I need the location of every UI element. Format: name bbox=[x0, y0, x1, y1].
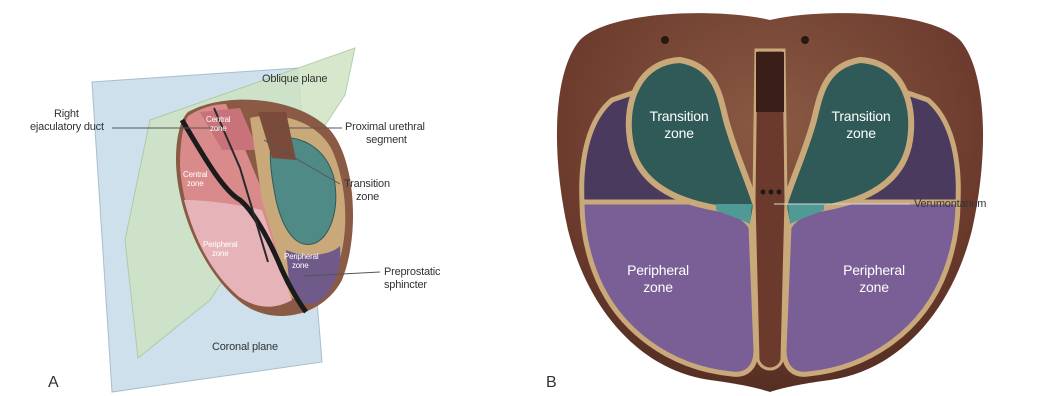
label-peripheral-zone-left: Peripheral zone bbox=[618, 262, 698, 296]
label-transition-right-1: Transition bbox=[826, 108, 896, 125]
label-transition-zone-right: Transition zone bbox=[826, 108, 896, 142]
label-proximal-urethral-segment-2: segment bbox=[366, 134, 407, 147]
label-preprostatic-sphincter-1: Preprostatic bbox=[384, 266, 440, 279]
label-transition-zone-2: zone bbox=[356, 191, 379, 204]
label-transition-right-2: zone bbox=[826, 125, 896, 142]
label-transition-left-1: Transition bbox=[644, 108, 714, 125]
label-peripheral-right-1: Peripheral bbox=[834, 262, 914, 279]
label-peripheral-zone-right-2: zone bbox=[292, 261, 309, 270]
panel-letter-b: B bbox=[546, 374, 557, 392]
label-central-zone-side-2: zone bbox=[187, 179, 204, 188]
label-oblique-plane: Oblique plane bbox=[262, 73, 327, 86]
panel-b-axial-view: Transition zone Transition zone Peripher… bbox=[520, 0, 1040, 396]
label-central-zone-top-1: Central bbox=[206, 115, 230, 124]
label-central-zone-top-2: zone bbox=[210, 124, 227, 133]
panel-letter-a: A bbox=[48, 374, 59, 392]
label-verumontanum: Verumontanum bbox=[914, 198, 986, 211]
label-peripheral-right-2: zone bbox=[834, 279, 914, 296]
label-peripheral-left-1: Peripheral bbox=[618, 262, 698, 279]
label-coronal-plane: Coronal plane bbox=[212, 341, 278, 354]
label-central-zone-side-1: Central bbox=[183, 170, 207, 179]
label-transition-zone-1: Transition bbox=[344, 178, 390, 191]
label-peripheral-zone-left-1: Peripheral bbox=[203, 240, 237, 249]
label-peripheral-zone-left-2: zone bbox=[212, 249, 229, 258]
label-right-ejaculatory-duct-2: ejaculatory duct bbox=[30, 121, 104, 134]
panel-a-illustration bbox=[0, 0, 520, 396]
label-transition-zone-left: Transition zone bbox=[644, 108, 714, 142]
panel-a-oblique-view: Oblique plane Right ejaculatory duct Pro… bbox=[0, 0, 520, 396]
label-preprostatic-sphincter-2: sphincter bbox=[384, 279, 427, 292]
label-peripheral-left-2: zone bbox=[618, 279, 698, 296]
label-peripheral-zone-right: Peripheral zone bbox=[834, 262, 914, 296]
label-right-ejaculatory-duct-1: Right bbox=[54, 108, 79, 121]
label-peripheral-zone-right-1: Peripheral bbox=[284, 252, 318, 261]
label-proximal-urethral-segment-1: Proximal urethral bbox=[345, 121, 425, 134]
label-transition-left-2: zone bbox=[644, 125, 714, 142]
